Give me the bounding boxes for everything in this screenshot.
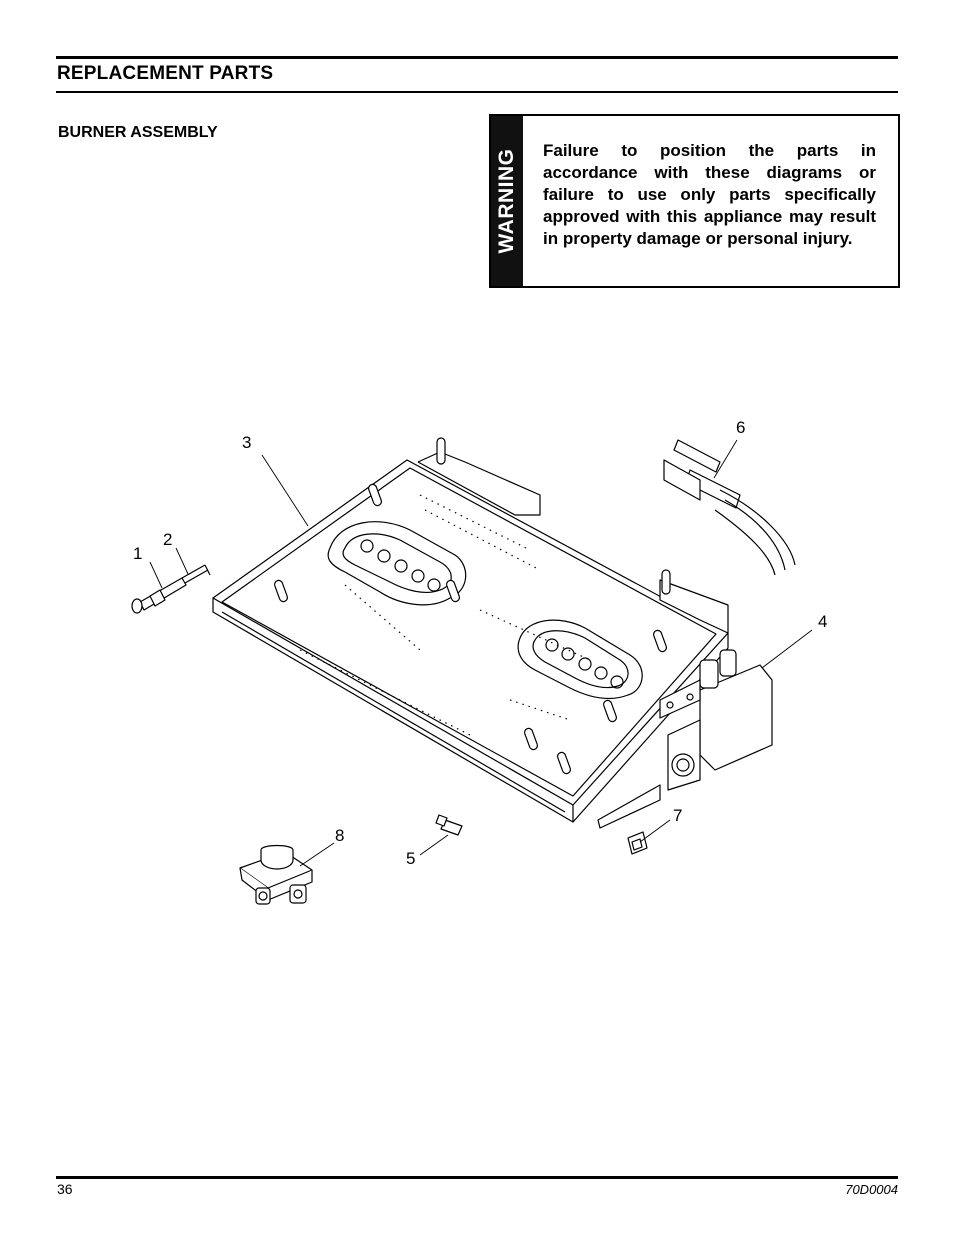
- gas-valve: [659, 649, 773, 791]
- regulator: [239, 844, 313, 905]
- burner-port-left: [327, 521, 467, 606]
- callout-1: 1: [133, 544, 142, 563]
- callout-4: 4: [818, 612, 827, 631]
- pilot-assembly: [131, 577, 187, 614]
- warning-band: WARNING: [491, 116, 523, 286]
- callout-8: 8: [335, 826, 344, 845]
- callout-3: 3: [242, 433, 251, 452]
- page-number: 36: [57, 1181, 73, 1197]
- callout-2: 2: [163, 530, 172, 549]
- callout-5: 5: [406, 849, 415, 868]
- pilot-with-tubing: [663, 439, 796, 576]
- orifice: [435, 814, 463, 836]
- subsection-title: BURNER ASSEMBLY: [58, 124, 218, 141]
- header-rule: [56, 91, 898, 93]
- burner-port-right: [517, 619, 643, 700]
- burner-tray: [212, 451, 729, 829]
- thermocouple: [181, 564, 211, 584]
- switch: [627, 831, 648, 855]
- section-title: REPLACEMENT PARTS: [57, 63, 274, 84]
- perforation-dots: [299, 494, 591, 736]
- standoff-pins: [274, 437, 671, 775]
- top-rule: [56, 56, 898, 59]
- callout-6: 6: [736, 418, 745, 437]
- leader-lines: [149, 439, 813, 867]
- warning-box: WARNING Failure to position the parts in…: [489, 114, 900, 288]
- document-code: 70D0004: [845, 1182, 898, 1197]
- footer-rule: [56, 1176, 898, 1179]
- warning-text: Failure to position the parts in accorda…: [543, 141, 876, 248]
- callout-7: 7: [673, 806, 682, 825]
